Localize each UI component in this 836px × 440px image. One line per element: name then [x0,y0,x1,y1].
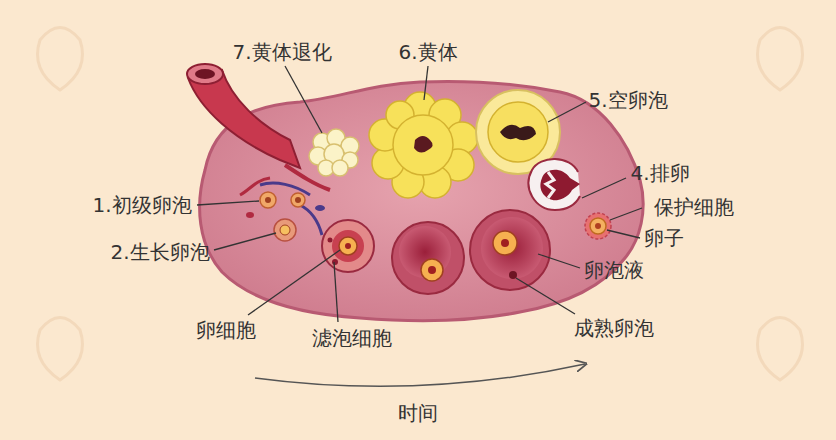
blood-vessel [187,64,330,235]
ovary-body [200,81,644,320]
corpus-luteum [369,92,478,198]
watermark [38,28,803,381]
part-label: 卵泡液 [582,258,646,282]
ovulating-follicle [529,159,580,210]
time-arrow [255,364,585,386]
axis-label: 时间 [396,401,440,425]
tertiary-follicle [392,222,464,294]
callout-label: 2.生长卵泡 [108,240,211,264]
released-egg [585,213,611,239]
callout-label: 1.初级卵泡 [90,193,193,217]
growing-follicle [274,219,296,241]
part-label: 保护细胞 [652,195,736,219]
part-label: 成熟卵泡 [572,316,656,340]
primary-follicle [260,192,305,208]
leader-line [197,66,642,322]
corpus-albicans [309,129,359,176]
callout-label: 7.黄体退化 [230,40,333,64]
callout-label: 4.排卵 [628,161,691,185]
mature-follicle [470,210,550,290]
callout-label: 6.黄体 [396,40,459,64]
part-label: 滤泡细胞 [310,326,394,350]
part-label: 卵子 [642,226,686,250]
secondary-follicle [322,220,374,272]
part-label: 卵细胞 [194,318,258,342]
callout-label: 5.空卵泡 [586,88,669,112]
